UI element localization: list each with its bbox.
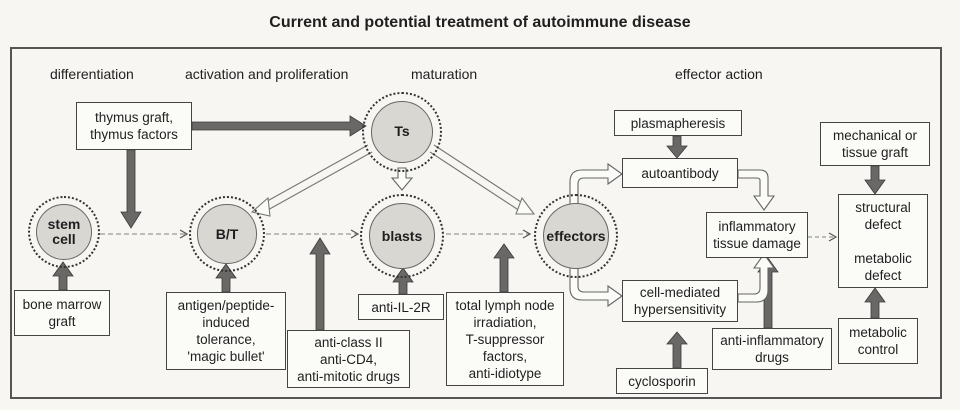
stage-activation: activation and proliferation (185, 66, 349, 82)
anti-inflammatory-box: anti-inflammatory drugs (712, 328, 832, 370)
cyclosporin-box: cyclosporin (616, 368, 708, 394)
diagram-title: Current and potential treatment of autoi… (269, 14, 691, 31)
cell-mediated-box: cell-mediated hypersensitivity (622, 280, 738, 322)
ts-cell-label: Ts (370, 100, 434, 164)
autoantibody-box: autoantibody (622, 158, 738, 188)
bone-marrow-box: bone marrow graft (14, 290, 110, 336)
bt-cell-node: B/T (189, 196, 265, 272)
arrow-bonemarrow-up (52, 261, 74, 291)
anti-class-box: anti-class II anti-CD4, anti-mitotic dru… (287, 330, 410, 388)
arrow-eff-autoab (569, 162, 623, 209)
diagram-frame (10, 47, 942, 399)
effectors-cell-label: effectors (543, 203, 609, 269)
arrow-anticlass-up (309, 237, 331, 331)
bt-cell-label: B/T (197, 204, 257, 264)
stem-cell-node: stem cell (28, 196, 100, 268)
blasts-cell-label: blasts (369, 203, 435, 269)
ts-cell-node: Ts (362, 92, 442, 172)
arrow-eff-cellmed (569, 261, 623, 308)
arrow-ts-bt-b (265, 151, 373, 212)
arrow-thymus-ts (191, 115, 367, 137)
arrow-ts-eff-a (433, 144, 525, 205)
plasmapheresis-box: plasmapheresis (614, 110, 742, 136)
mechanical-graft-box: mechanical or tissue graft (820, 122, 930, 166)
inflammatory-damage-box: inflammatory tissue damage (706, 212, 808, 258)
metabolic-control-box: metabolic control (838, 318, 918, 364)
thymus-graft-box: thymus graft, thymus factors (76, 102, 192, 150)
stem-cell-label: stem cell (35, 203, 93, 261)
arrow-ts-eff-b (429, 151, 521, 212)
arrow-cellmed-inflam (737, 253, 776, 303)
stage-differentiation: differentiation (50, 66, 134, 82)
arrow-autoab-inflam (737, 169, 776, 211)
antigen-tolerance-box: antigen/peptide- induced tolerance, 'mag… (166, 292, 286, 370)
anti-il2r-box: anti-IL-2R (358, 294, 444, 320)
arrow-ts-eff-head (515, 196, 536, 215)
structural-metabolic-defect-box: structural defect metabolic defect (838, 194, 928, 288)
effectors-cell-node: effectors (534, 194, 618, 278)
arrow-cyclo-up (666, 331, 688, 369)
lymph-node-box: total lymph node irradiation, T-suppress… (446, 292, 564, 386)
arrow-lymph-up (493, 243, 515, 293)
arrow-metab-up (864, 287, 886, 319)
arrow-mech-down (864, 165, 886, 195)
stage-maturation: maturation (411, 66, 478, 82)
arrow-thymus-down (120, 149, 142, 229)
arrow-ts-bt-a (261, 144, 369, 205)
stage-effector-action: effector action (675, 66, 763, 82)
blasts-cell-node: blasts (360, 194, 444, 278)
arrow-plasma-down (666, 135, 688, 159)
